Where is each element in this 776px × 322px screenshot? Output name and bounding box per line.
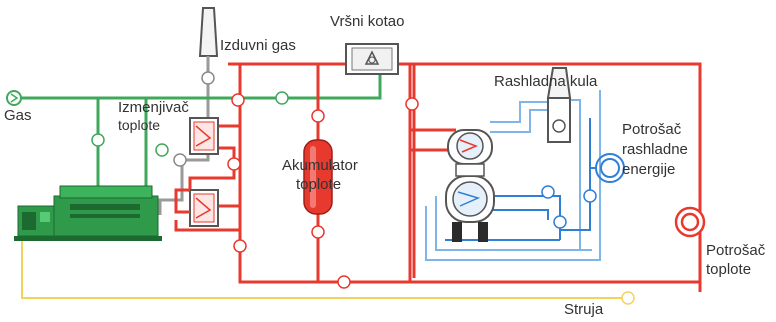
exchanger-loop bbox=[174, 188, 190, 214]
label-cooling-tower: Rashladna kula bbox=[494, 73, 598, 90]
valve-icon bbox=[233, 239, 247, 253]
heat-exchanger-upper bbox=[189, 117, 219, 155]
valves bbox=[91, 71, 635, 305]
label-cooling-consumer-2: rashladne bbox=[622, 141, 688, 158]
valve-icon bbox=[231, 93, 245, 107]
absorption-chiller bbox=[445, 129, 495, 242]
valve-icon bbox=[541, 185, 555, 199]
label-accumulator-1: Akumulator bbox=[282, 157, 358, 174]
label-heat-exchanger-1: Izmenjivač bbox=[118, 99, 189, 116]
label-cooling-consumer-3: energije bbox=[622, 161, 675, 178]
electricity-line bbox=[21, 230, 628, 299]
label-exhaust: Izduvni gas bbox=[220, 37, 296, 54]
valve-icon bbox=[173, 153, 187, 167]
label-peak-boiler: Vršni kotao bbox=[330, 13, 404, 30]
valve-icon bbox=[337, 275, 351, 289]
valve-icon bbox=[155, 143, 169, 157]
power-output-icon bbox=[621, 291, 635, 305]
valve-icon bbox=[311, 225, 325, 239]
engine-generator bbox=[14, 185, 162, 241]
cooling-consumer-icon bbox=[590, 153, 625, 183]
valve-icon bbox=[91, 133, 105, 147]
valve-icon bbox=[227, 157, 241, 171]
gas-inlet-icon bbox=[6, 90, 22, 106]
heat-accumulator bbox=[303, 139, 333, 215]
chilled-water-pipes bbox=[425, 90, 601, 261]
valve-icon bbox=[405, 97, 419, 111]
label-heat-consumer-1: Potrošač bbox=[706, 242, 766, 259]
hot-water-pipes bbox=[174, 62, 702, 292]
valve-icon bbox=[553, 215, 567, 229]
cooling-tower bbox=[547, 97, 571, 143]
valve-icon bbox=[275, 91, 289, 105]
heat-exchanger-lower bbox=[189, 189, 219, 227]
label-gas: Gas bbox=[4, 107, 32, 124]
exhaust-stack bbox=[198, 7, 219, 57]
label-accumulator-2: toplote bbox=[296, 176, 341, 193]
label-heat-exchanger-2: toplote bbox=[118, 117, 160, 133]
peak-boiler bbox=[345, 43, 399, 75]
label-heat-consumer-2: toplote bbox=[706, 261, 751, 278]
valve-icon bbox=[583, 189, 597, 203]
label-power: Struja bbox=[564, 301, 604, 318]
valve-icon bbox=[201, 71, 215, 85]
heat-consumer-icon bbox=[674, 206, 706, 238]
valve-icon bbox=[311, 109, 325, 123]
label-cooling-consumer-1: Potrošač bbox=[622, 121, 682, 138]
